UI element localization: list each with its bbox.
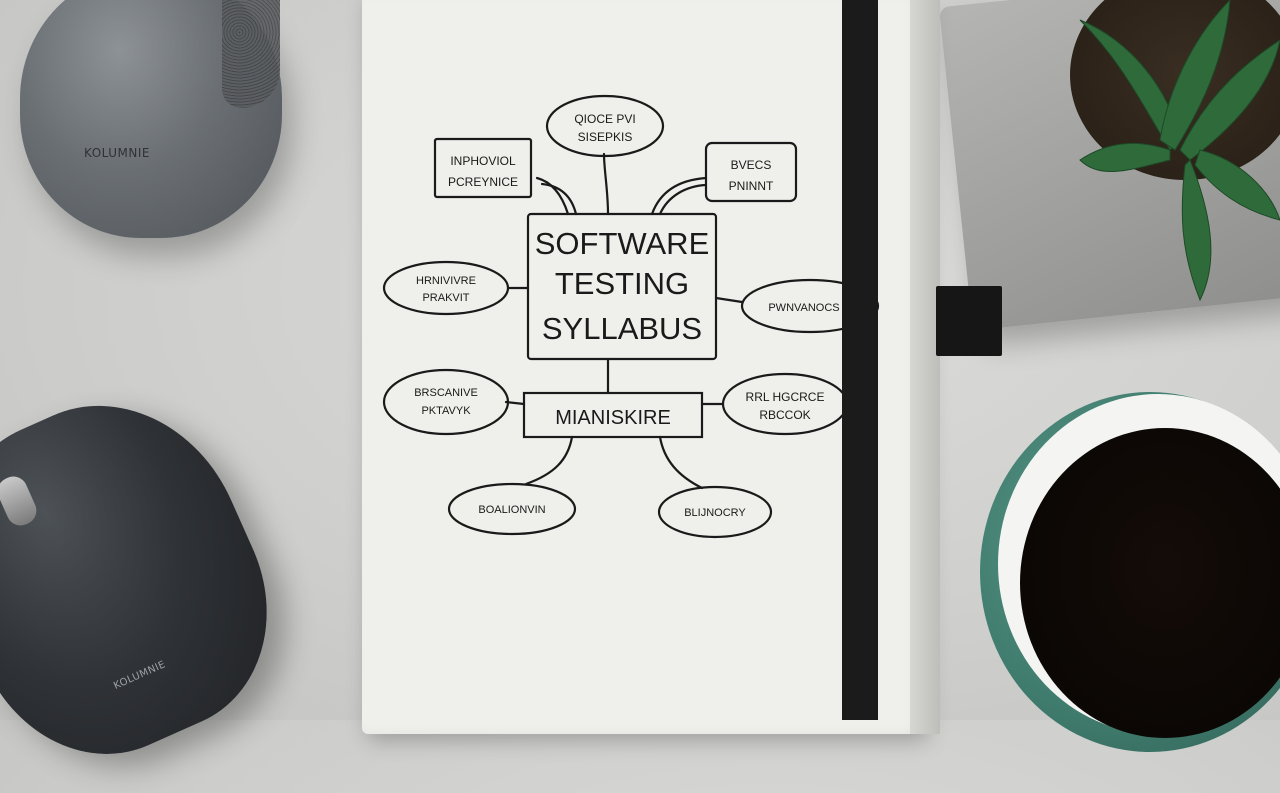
mindmap-node-shape bbox=[545, 94, 665, 158]
connector bbox=[658, 183, 708, 216]
center-title-line: TESTING bbox=[555, 266, 689, 301]
node-label: BOALIONVIN bbox=[478, 504, 545, 516]
mindmap-node-shape bbox=[704, 141, 798, 203]
speaker-grille bbox=[222, 0, 280, 108]
node-label: PCREYNICE bbox=[448, 175, 518, 189]
mindmap-node-shape bbox=[740, 278, 880, 334]
node-label: PWNVANOCS bbox=[768, 302, 839, 314]
node-label: HRNIVIVRE bbox=[416, 275, 476, 287]
notebook bbox=[362, 0, 922, 734]
elastic-band bbox=[842, 0, 878, 720]
node-label: QIOCE PVI bbox=[574, 112, 635, 126]
mindmap-node-shape bbox=[382, 260, 510, 316]
speaker-brand-label: KOLUMNIE bbox=[84, 146, 150, 160]
center-title-line: SOFTWARE bbox=[535, 226, 710, 261]
node-label: PNINNT bbox=[729, 179, 774, 193]
node-label: INPHOVIOL bbox=[450, 154, 516, 168]
sub-hub-box bbox=[522, 391, 704, 439]
connector bbox=[650, 176, 708, 216]
mind-map: SOFTWARE TESTING SYLLABUS MIANISKIRE QIO… bbox=[382, 94, 880, 539]
coffee bbox=[1020, 428, 1280, 738]
node-label: BVECS bbox=[731, 158, 772, 172]
mindmap-node-shape bbox=[433, 137, 533, 199]
node-label: RRL HGCRCE bbox=[746, 390, 825, 404]
sub-hub-label: MIANISKIRE bbox=[555, 407, 671, 429]
mindmap-node-shape bbox=[447, 482, 577, 536]
center-title-line: SYLLABUS bbox=[542, 311, 702, 346]
node-label: RBCCOK bbox=[759, 408, 810, 422]
connector bbox=[658, 435, 704, 490]
node-label: BRSCANIVE bbox=[414, 387, 478, 399]
node-label: SISEPKIS bbox=[578, 130, 633, 144]
plant-leaves bbox=[1079, 0, 1280, 302]
connector bbox=[540, 182, 578, 216]
computer-mouse bbox=[0, 363, 309, 793]
node-label: PRAKVIT bbox=[422, 292, 469, 304]
connector bbox=[524, 435, 574, 486]
mindmap-node-shape bbox=[382, 368, 510, 436]
connector bbox=[714, 296, 744, 304]
node-label: PKTAVYK bbox=[421, 405, 471, 417]
connector bbox=[602, 152, 610, 216]
node-label: BLIJNOCRY bbox=[684, 507, 746, 519]
mindmap-node-shape bbox=[721, 372, 849, 436]
center-box bbox=[526, 212, 718, 361]
notebook-page-edge bbox=[910, 0, 940, 734]
bookmark-ribbon bbox=[936, 286, 1002, 356]
mindmap-node-shape bbox=[657, 485, 773, 539]
connector bbox=[535, 176, 570, 216]
